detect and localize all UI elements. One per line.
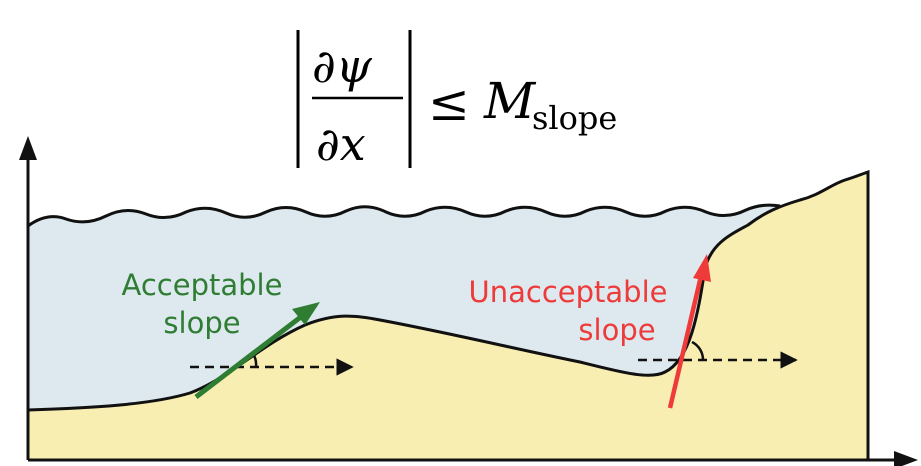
water-surface-outline	[27, 203, 781, 228]
y-axis-arrowhead	[19, 136, 37, 160]
acceptable-label-line1: Acceptable	[122, 268, 283, 302]
unacceptable-slope-arrow-shaft	[667, 275, 704, 409]
unacceptable-slope-arrowhead	[693, 254, 711, 282]
seabed-region	[28, 172, 868, 460]
equation-numerator: ∂ψ	[312, 39, 373, 93]
equation-relation: ≤	[428, 74, 470, 132]
slope-constraint-equation: ∂ψ ∂x ≤ M slope	[296, 30, 617, 171]
equation-rhs-subscript: slope	[532, 99, 617, 137]
x-axis-arrowhead	[894, 451, 918, 466]
equation-rhs-symbol: M	[483, 72, 537, 130]
acceptable-label-line2: slope	[163, 306, 240, 340]
acceptable-slope-arrow-shaft	[194, 311, 308, 399]
unacceptable-label-line1: Unacceptable	[469, 275, 668, 309]
unacceptable-angle-arc	[691, 340, 705, 361]
acceptable-slope-arrowhead	[292, 302, 320, 325]
equation-denominator: ∂x	[316, 117, 366, 171]
unacceptable-label-line2: slope	[578, 313, 655, 347]
